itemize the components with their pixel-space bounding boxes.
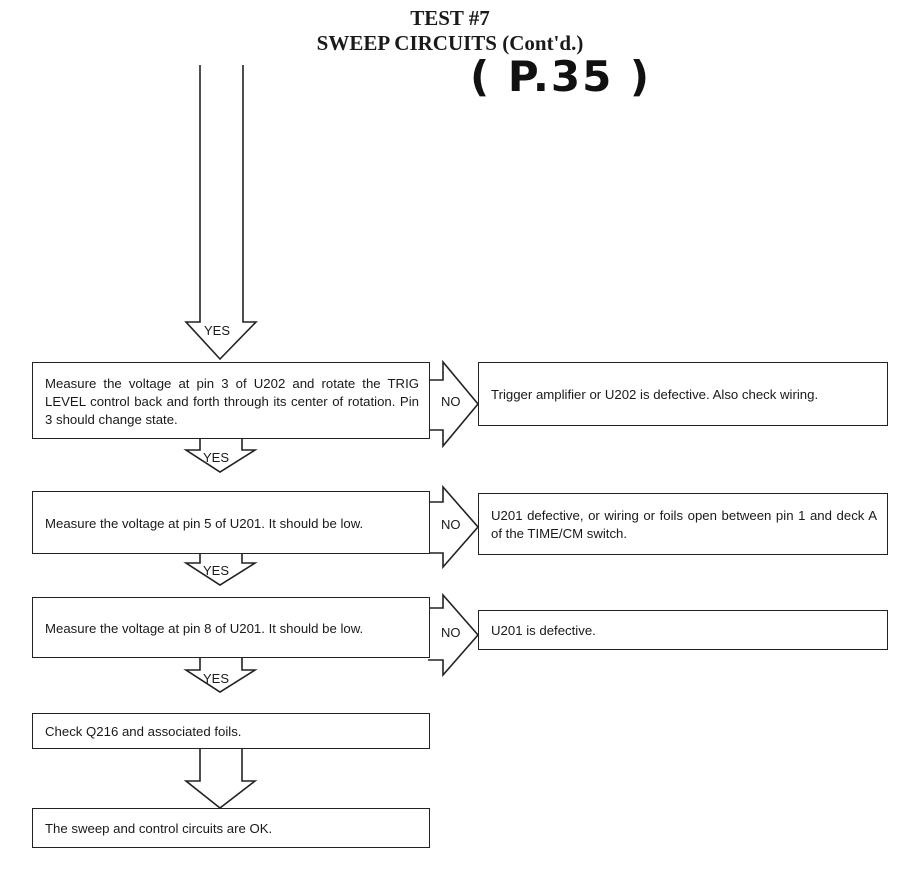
step-box: Measure the voltage at pin 5 of U201. It… [32,491,430,554]
yes-arrow-1 [183,438,258,473]
step-text: Measure the voltage at pin 8 of U201. It… [45,620,364,636]
failure-text: U201 defective, or wiring or foils open … [491,508,877,541]
failure-box: Trigger amplifier or U202 is defective. … [478,362,888,426]
entry-arrow [184,65,258,361]
step-box: Check Q216 and associated foils. [32,713,430,749]
ok-arrow [183,748,258,810]
no-label: NO [441,517,461,532]
yes-label: YES [203,450,230,465]
final-box: The sweep and control circuits are OK. [32,808,430,848]
failure-box: U201 defective, or wiring or foils open … [478,493,888,555]
yes-label: YES [204,323,231,338]
no-label: NO [441,625,461,640]
yes-arrow-2 [183,553,258,586]
yes-label: YES [203,563,230,578]
failure-box: U201 is defective. [478,610,888,650]
step-text: Measure the voltage at pin 5 of U201. It… [45,515,364,531]
step-text: Measure the voltage at pin 3 of U202 and… [45,375,419,427]
failure-text: U201 is defective. [491,623,596,638]
handwritten-page-note: ( P.35 ) [470,52,652,101]
yes-arrow-3 [183,657,258,693]
yes-label: YES [203,671,230,686]
step-box: Measure the voltage at pin 3 of U202 and… [32,362,430,439]
page-title: TEST #7 [410,6,490,30]
page-subtitle: SWEEP CIRCUITS (Cont'd.) [316,31,584,55]
step-box: Measure the voltage at pin 8 of U201. It… [32,597,430,658]
no-label: NO [441,394,461,409]
final-text: The sweep and control circuits are OK. [45,821,273,836]
failure-text: Trigger amplifier or U202 is defective. … [491,387,819,402]
step-text: Check Q216 and associated foils. [45,724,242,739]
